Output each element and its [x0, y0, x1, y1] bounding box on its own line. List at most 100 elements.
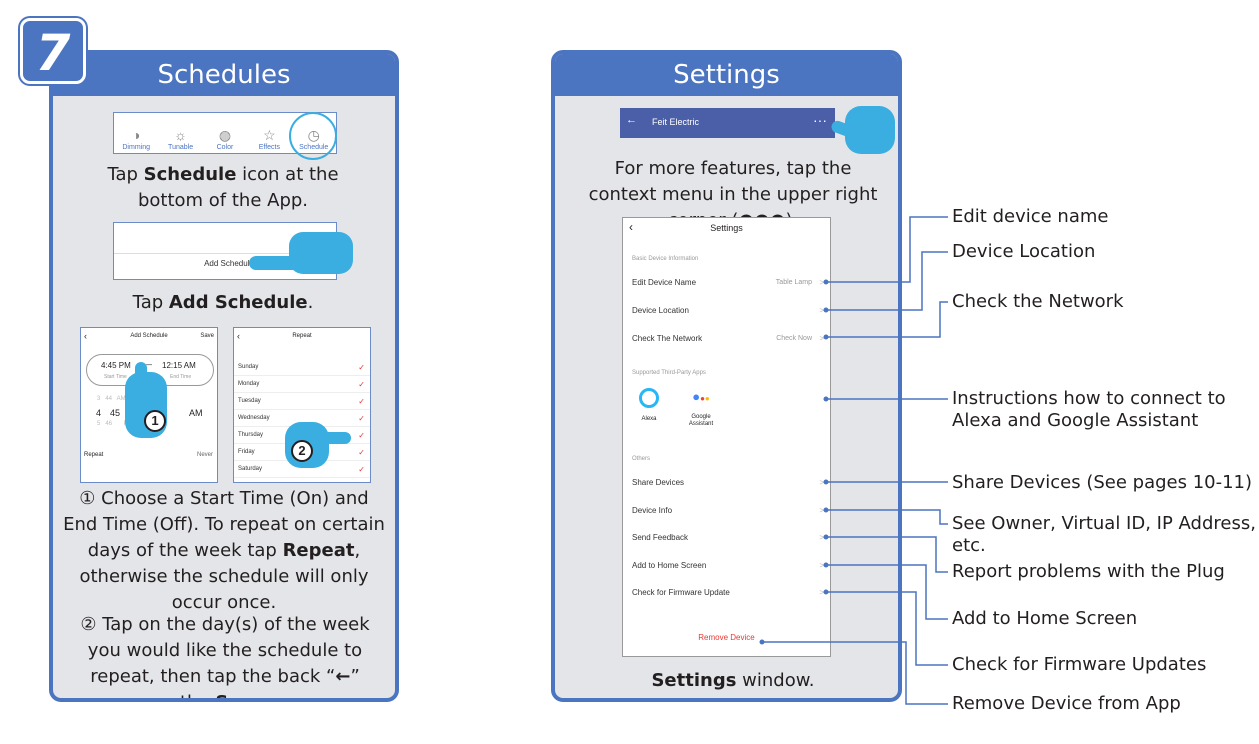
end-time-value: 12:15 AM	[162, 361, 196, 370]
end-time-label: End Time	[170, 374, 192, 380]
leader-edit-name	[826, 216, 948, 283]
section-others: Others	[632, 456, 651, 462]
leader-home	[826, 564, 948, 620]
alexa-icon	[639, 388, 659, 408]
leader-dot	[823, 534, 829, 540]
sun-icon: ☼	[174, 127, 187, 143]
step-number-badge: 7	[20, 18, 86, 84]
leader-dot	[823, 396, 829, 402]
leader-firmware	[826, 591, 948, 666]
check-firmware-row[interactable]: Check for Firmware Update>	[632, 586, 824, 600]
leader-report	[826, 536, 948, 573]
callout-home: Add to Home Screen	[952, 608, 1138, 629]
alexa-app[interactable]: Alexa	[633, 388, 665, 422]
chevron-right-icon: >	[819, 334, 824, 343]
share-devices-row[interactable]: Share Devices>	[632, 476, 824, 490]
back-icon[interactable]: ‹	[84, 331, 87, 341]
device-location-row[interactable]: Device Location>	[632, 304, 824, 318]
schedules-panel: Schedules ◑Dimming ☼Tunable ◍Color ☆Effe…	[49, 50, 399, 702]
dimming-icon: ◑	[131, 127, 141, 143]
callout-check-network: Check the Network	[952, 291, 1124, 312]
tab-dimming[interactable]: ◑Dimming	[114, 126, 158, 151]
leader-dot	[823, 479, 829, 485]
callout-share: Share Devices (See pages 10-11)	[952, 472, 1253, 493]
leader-owner	[826, 509, 948, 525]
day-saturday[interactable]: Saturday✓	[234, 461, 370, 478]
settings-title: Settings	[555, 54, 898, 96]
leader-dot	[823, 279, 829, 285]
picker-ampm[interactable]: AM	[189, 408, 203, 418]
settings-window-title: Settings	[710, 223, 743, 233]
callout-owner: See Owner, Virtual ID, IP Address, etc.	[952, 513, 1256, 556]
schedule-highlight-circle	[289, 112, 337, 160]
app-bar-title: Feit Electric	[652, 117, 700, 127]
repeat-value[interactable]: Never	[196, 452, 213, 458]
repeat-label[interactable]: Repeat	[84, 452, 104, 458]
chevron-right-icon: >	[819, 478, 824, 487]
tab-color[interactable]: ◍Color	[203, 126, 247, 151]
palette-icon: ◍	[218, 127, 232, 143]
section-third-party: Supported Third-Party Apps	[632, 370, 706, 376]
pointing-hand-finger	[135, 362, 147, 388]
leader-dot	[759, 639, 765, 645]
picker-minute[interactable]: 45	[110, 408, 121, 418]
time-dash: —	[144, 360, 152, 369]
marker-1: 1	[144, 410, 166, 432]
callout-report: Report problems with the Plug	[952, 561, 1225, 582]
tab-effects[interactable]: ☆Effects	[247, 126, 291, 151]
context-menu-icon[interactable]: ···	[813, 112, 827, 128]
back-arrow-icon: ←	[335, 666, 351, 687]
check-icon: ✓	[358, 431, 365, 440]
chevron-right-icon: >	[819, 588, 824, 597]
star-icon: ☆	[263, 127, 276, 143]
picker-hour[interactable]: 4	[96, 408, 102, 418]
chevron-right-icon: >	[819, 506, 824, 515]
settings-window: ‹ Settings Basic Device Information Edit…	[622, 217, 831, 657]
check-icon: ✓	[358, 414, 365, 423]
leader-dot	[823, 562, 829, 568]
section-basic-info: Basic Device Information	[632, 256, 699, 262]
leader-remove	[762, 641, 948, 705]
settings-panel: Settings ← Feit Electric ··· For more fe…	[551, 50, 902, 702]
leader-check-network	[826, 301, 948, 338]
google-assistant-app[interactable]: ●●● Google Assistant	[681, 388, 721, 428]
add-home-screen-row[interactable]: Add to Home Screen>	[632, 559, 824, 573]
start-time-value: 4:45 PM	[101, 361, 131, 370]
chevron-right-icon: >	[819, 533, 824, 542]
back-icon[interactable]: ‹	[237, 331, 240, 341]
settings-window-caption: Settings window.	[651, 670, 815, 691]
chevron-right-icon: >	[819, 306, 824, 315]
callout-remove: Remove Device from App	[952, 693, 1181, 714]
back-arrow-icon[interactable]: ←	[626, 114, 637, 126]
day-sunday[interactable]: Sunday✓	[234, 359, 370, 376]
save-button[interactable]: Save	[200, 333, 214, 339]
callout-instructions: Instructions how to connect to Alexa and…	[952, 388, 1226, 431]
schedules-title: Schedules	[53, 54, 395, 96]
check-icon: ✓	[358, 448, 365, 457]
repeat-title: Repeat	[292, 333, 312, 339]
device-info-row[interactable]: Device Info>	[632, 504, 824, 518]
day-monday[interactable]: Monday✓	[234, 376, 370, 393]
add-schedule-button[interactable]: Add Schedule	[204, 259, 254, 268]
step2-text: ② Tap on the day(s) of the week you woul…	[80, 614, 370, 698]
pointing-hand-finger	[249, 256, 305, 270]
pointing-hand-finger	[315, 432, 351, 444]
add-schedule-header: Add Schedule	[130, 333, 168, 339]
app-bar: ← Feit Electric ···	[620, 108, 835, 138]
tab-tunable[interactable]: ☼Tunable	[159, 126, 203, 151]
day-tuesday[interactable]: Tuesday✓	[234, 393, 370, 410]
send-feedback-row[interactable]: Send Feedback>	[632, 531, 824, 545]
check-icon: ✓	[358, 380, 365, 389]
leader-device-location	[826, 251, 948, 311]
leader-dot	[823, 589, 829, 595]
marker-2: 2	[291, 440, 313, 462]
leader-dot	[823, 307, 829, 313]
back-icon[interactable]: ‹	[629, 220, 633, 234]
start-time-label: Start Time	[104, 374, 127, 380]
check-icon: ✓	[358, 397, 365, 406]
remove-device-button[interactable]: Remove Device	[698, 633, 755, 642]
leader-dot	[823, 507, 829, 513]
